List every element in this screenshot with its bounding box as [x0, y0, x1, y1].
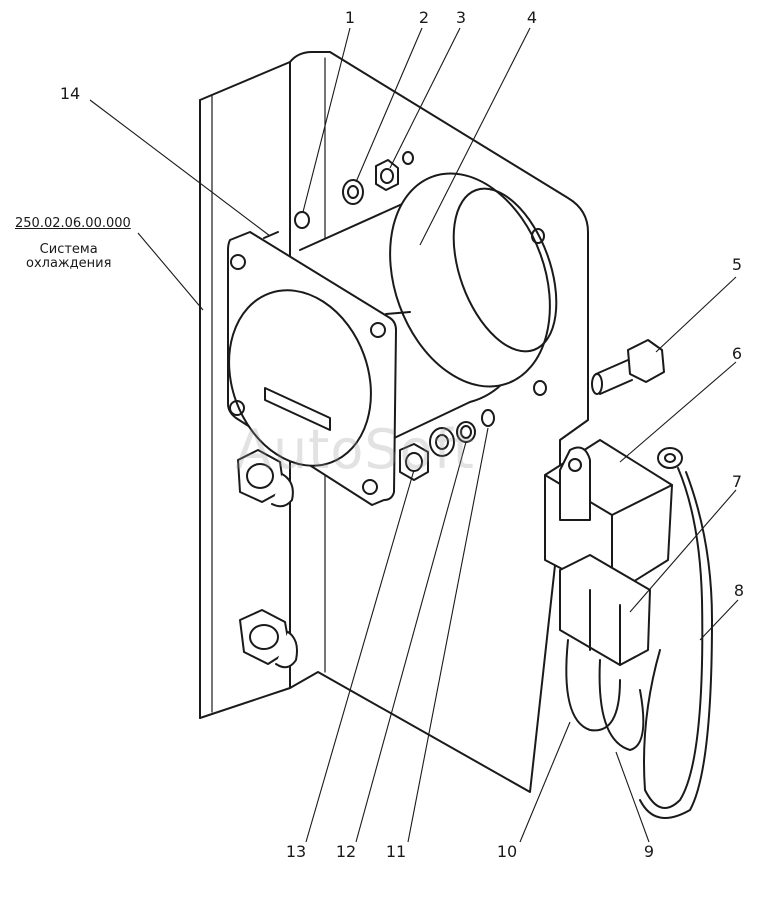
gauge-flange: [227, 231, 411, 506]
callout-2: 2: [418, 8, 430, 27]
callout-1: 1: [344, 8, 356, 27]
wires: [565, 467, 713, 819]
callout-6: 6: [731, 344, 743, 363]
reference-code: 250.02.06.00.000: [15, 216, 131, 231]
callout-3: 3: [455, 8, 467, 27]
upper-nut: [237, 449, 294, 508]
callout-12: 12: [335, 842, 357, 861]
callout-9: 9: [643, 842, 655, 861]
callout-7: 7: [731, 472, 743, 491]
gauge-body: [299, 172, 558, 441]
connector: [559, 554, 651, 666]
reference-name: Система охлаждения: [26, 242, 112, 272]
reference-name-line1: Система: [39, 242, 98, 257]
lower-nut: [239, 609, 298, 669]
callout-4: 4: [526, 8, 538, 27]
bolt: [591, 339, 665, 395]
callout-14: 14: [59, 84, 81, 103]
callout-10: 10: [496, 842, 518, 861]
callout-8: 8: [733, 581, 745, 600]
top-hardware: [294, 151, 547, 396]
callout-11: 11: [385, 842, 407, 861]
callout-13: 13: [285, 842, 307, 861]
relay: [544, 439, 683, 596]
callout-5: 5: [731, 255, 743, 274]
reference-name-line2: охлаждения: [26, 256, 112, 272]
lower-hardware: [399, 409, 495, 481]
